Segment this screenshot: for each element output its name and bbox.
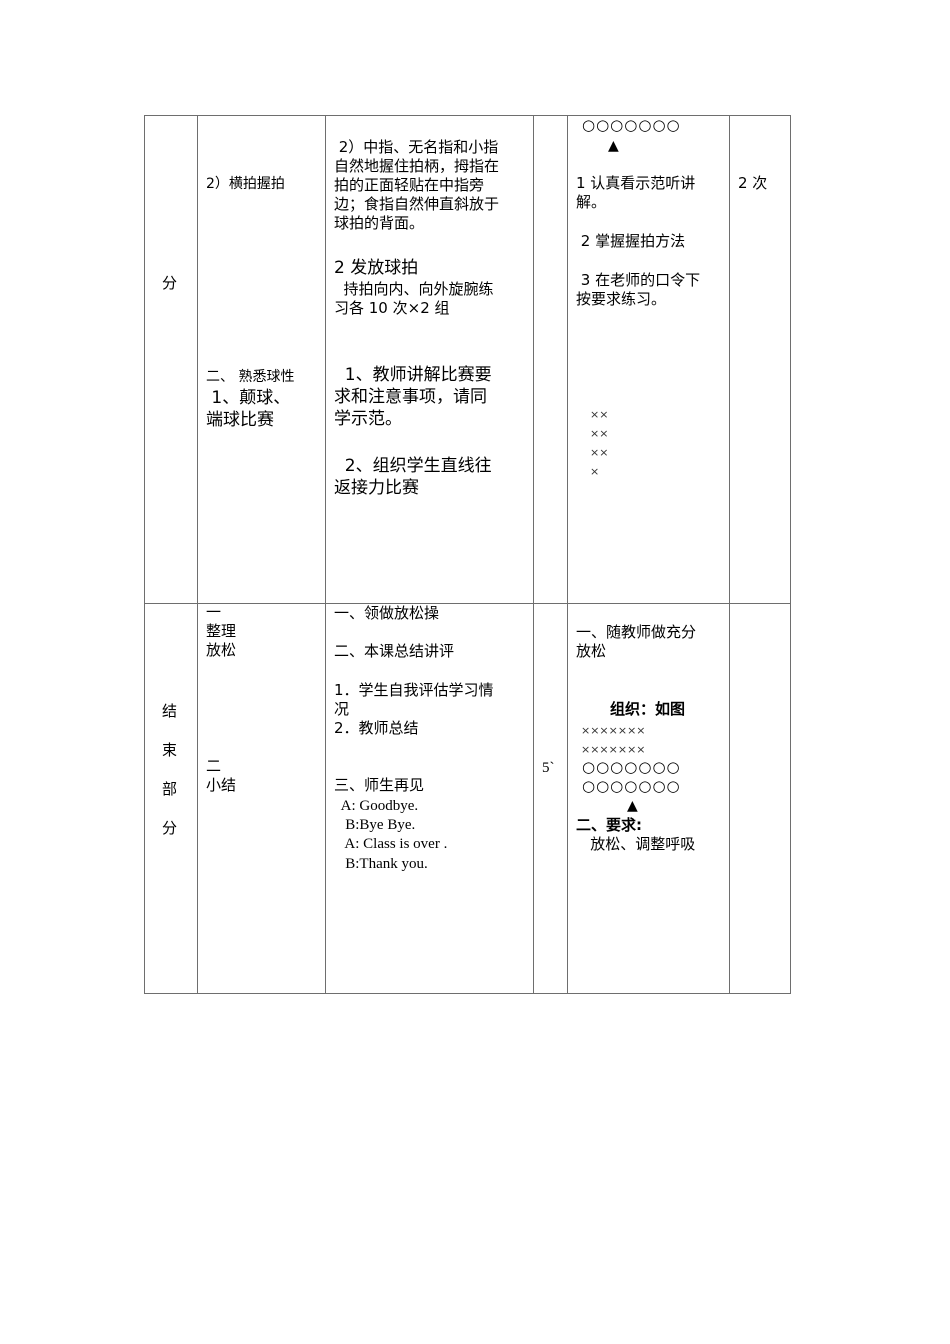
teacher-item: 二、本课总结讲评	[334, 642, 455, 660]
grip-line: 2）中指、无名指和小指	[334, 138, 499, 156]
time-cell: 5`	[533, 603, 568, 994]
student-item: 3 在老师的口令下	[576, 271, 701, 289]
teacher-activity-cell: 2）中指、无名指和小指 自然地握住拍柄，拇指在 拍的正面轻贴在中指旁 边；食指自…	[325, 115, 534, 604]
content-cell: 2）横拍握拍 二、 熟悉球性 1、颠球、 端球比赛	[197, 115, 326, 604]
cross-formation-row: ×	[590, 465, 600, 478]
student-item: 按要求练习。	[576, 290, 667, 308]
cross-formation-row: ××	[590, 427, 609, 440]
game-line: 1、教师讲解比赛要	[334, 365, 492, 385]
content-part2-line: 小结	[206, 776, 237, 794]
dialog-line: A: Class is over .	[334, 836, 448, 852]
student-item: 一、随教师做充分	[576, 623, 697, 641]
grip-line: 自然地握住拍柄，拇指在	[334, 157, 500, 175]
student-formation-circles: ○○○○○○○	[582, 116, 681, 134]
release-title: 2 发放球拍	[334, 258, 419, 278]
count-cell: 2 次	[729, 115, 791, 604]
release-line: 习各 10 次×2 组	[334, 299, 450, 317]
content-part2-number: 二	[206, 757, 222, 775]
grip-line: 球拍的背面。	[334, 214, 425, 232]
lesson-plan-table: 分 2）横拍握拍 二、 熟悉球性 1、颠球、 端球比赛 2）中指、无名指和小指 …	[144, 115, 791, 994]
teacher-marker-icon: ▲	[627, 798, 638, 814]
section-label-char: 束	[162, 741, 178, 759]
content-cell: 一 整理 放松 二 小结	[197, 603, 326, 994]
content-title: 2）横拍握拍	[206, 176, 285, 192]
student-activity-cell: 一、随教师做充分 放松 组织：如图 ××××××× ××××××× ○○○○○○…	[567, 603, 730, 994]
section-label-char: 结	[162, 702, 178, 720]
section-label-cell: 结 束 部 分	[144, 603, 198, 994]
student-item: 2 掌握握拍方法	[576, 232, 686, 250]
content-part1-line: 放松	[206, 641, 237, 659]
release-line: 持拍向内、向外旋腕练	[334, 280, 494, 298]
requirements-text: 放松、调整呼吸	[576, 835, 696, 853]
cross-formation-row: ×××××××	[581, 724, 646, 737]
student-item: 放松	[576, 642, 607, 660]
circle-formation-row: ○○○○○○○	[582, 777, 681, 795]
teacher-item: 一、领做放松操	[334, 604, 440, 622]
content-section-heading: 二、 熟悉球性	[206, 369, 295, 385]
time-cell	[533, 115, 568, 604]
circle-formation-row: ○○○○○○○	[582, 758, 681, 776]
table-row-basic-part: 分 2）横拍握拍 二、 熟悉球性 1、颠球、 端球比赛 2）中指、无名指和小指 …	[144, 115, 791, 604]
count-value: 2 次	[738, 174, 768, 192]
game-line: 学示范。	[334, 409, 402, 429]
game-line: 求和注意事项，请同	[334, 387, 487, 407]
teacher-subitem: 2．教师总结	[334, 719, 419, 737]
content-section-line: 端球比赛	[206, 410, 274, 430]
table-row-closing-part: 结 束 部 分 一 整理 放松 二 小结 一、领做放松操 二、本课总结讲	[144, 603, 791, 994]
teacher-activity-cell: 一、领做放松操 二、本课总结讲评 1．学生自我评估学习情 况 2．教师总结 三、…	[325, 603, 534, 994]
dialog-line: B:Bye Bye.	[334, 817, 416, 833]
game-line: 2、组织学生直线往	[334, 456, 492, 476]
section-label-char: 部	[162, 780, 178, 798]
student-item: 1 认真看示范听讲	[576, 174, 696, 192]
dialog-line: B:Thank you.	[334, 856, 428, 872]
section-label-cell: 分	[144, 115, 198, 604]
teacher-subitem: 1．学生自我评估学习情	[334, 681, 494, 699]
section-label: 分	[162, 274, 178, 292]
organization-title: 组织：如图	[610, 700, 686, 718]
teacher-subitem: 况	[334, 700, 350, 718]
time-value: 5`	[542, 760, 555, 776]
content-part1-number: 一	[206, 603, 222, 621]
cross-formation-row: ××	[590, 446, 609, 459]
requirements-title: 二、要求:	[576, 816, 642, 834]
teacher-item: 三、师生再见	[334, 776, 425, 794]
grip-line: 拍的正面轻贴在中指旁	[334, 176, 485, 194]
game-line: 返接力比赛	[334, 478, 419, 498]
grip-line: 边；食指自然伸直斜放于	[334, 195, 500, 213]
dialog-line: A: Goodbye.	[334, 798, 419, 814]
student-item: 解。	[576, 193, 607, 211]
count-cell	[729, 603, 791, 994]
cross-formation-row: ×××××××	[581, 743, 646, 756]
section-label-char: 分	[162, 819, 178, 837]
content-section-line: 1、颠球、	[206, 388, 291, 408]
teacher-marker-icon: ▲	[608, 138, 619, 154]
content-part1-line: 整理	[206, 622, 237, 640]
student-activity-cell: ○○○○○○○ ▲ 1 认真看示范听讲 解。 2 掌握握拍方法 3 在老师的口令…	[567, 115, 730, 604]
cross-formation-row: ××	[590, 408, 609, 421]
